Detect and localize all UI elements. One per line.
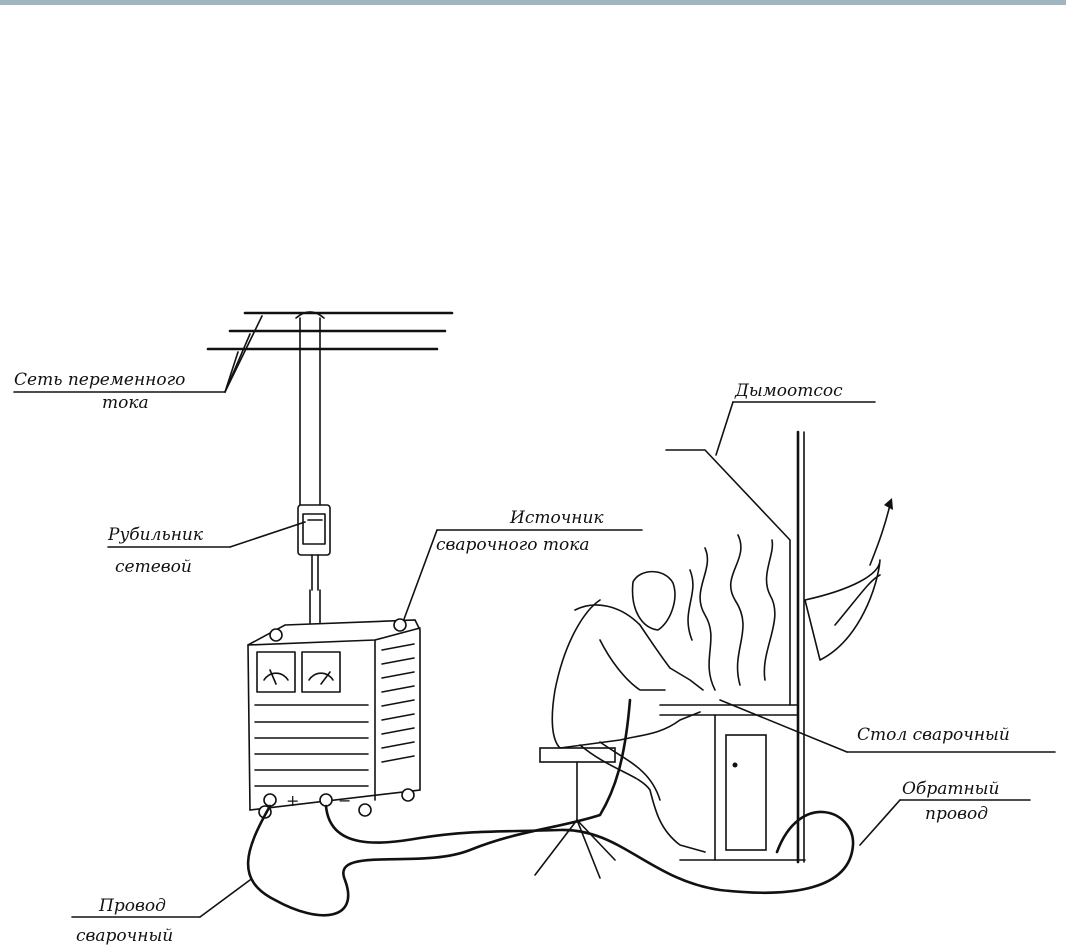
ac-power-lines <box>208 313 452 349</box>
welding-table-label: Стол сварочный <box>857 725 1010 745</box>
return-wire-label-line1: Обратный <box>902 779 999 799</box>
switch-label-line2: сетевой <box>115 557 192 577</box>
plus-sign: + <box>286 791 299 810</box>
smoke-extractor-label: Дымоотсос <box>734 381 843 401</box>
labels: Сеть переменного тока Рубильник сетевой … <box>14 370 1010 946</box>
source-label-line1: Источник <box>509 508 604 528</box>
source-label-line2: сварочного тока <box>436 535 590 555</box>
minus-terminal <box>320 794 332 806</box>
switch-label-line1: Рубильник <box>107 525 204 545</box>
welding-booth <box>660 432 893 862</box>
stool <box>535 748 615 878</box>
leader-lines <box>14 316 1055 917</box>
minus-sign: − <box>338 791 351 810</box>
return-wire-label-line2: провод <box>925 804 988 824</box>
ac-network-label-line1: Сеть переменного <box>14 370 185 390</box>
welding-power-source <box>248 619 420 818</box>
ac-network-label-line2: тока <box>102 393 149 413</box>
welding-cable-label-line2: сварочный <box>76 926 173 946</box>
plus-terminal <box>264 794 276 806</box>
welding-cable-label-line1: Провод <box>98 896 166 916</box>
fumes <box>688 535 775 690</box>
utility-pole <box>296 312 324 510</box>
